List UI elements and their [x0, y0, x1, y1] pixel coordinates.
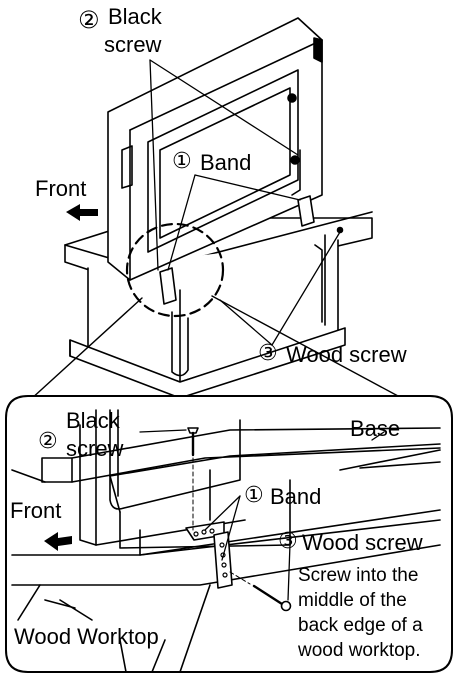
callout-3-detail: ③: [278, 528, 298, 553]
band-label-top: Band: [200, 150, 252, 175]
band-label-detail: Band: [270, 484, 322, 509]
leader-lines-detail: [139, 429, 385, 601]
callout-1-top: ①: [172, 148, 192, 173]
install-note-line3: back edge of a: [298, 615, 423, 636]
wood-screw-label-top: Wood screw: [286, 342, 407, 367]
wood-worktop-label: Wood Worktop: [14, 624, 159, 649]
callout-3-top: ③: [258, 340, 278, 365]
detail-drawing: [11, 409, 441, 673]
front-arrow-top: [66, 204, 98, 221]
wood-screw-label-detail: Wood screw: [302, 530, 423, 555]
callout-2-detail: ②: [38, 428, 58, 453]
leader-lines-top: [149, 59, 341, 346]
base-label: Base: [350, 416, 401, 441]
front-label-detail: Front: [10, 498, 62, 523]
callout-2-top: ②: [78, 7, 100, 34]
install-note-line4: wood worktop.: [298, 640, 421, 661]
install-note-line1: Screw into the: [298, 565, 419, 586]
black-screw-label-top-line2: screw: [104, 32, 162, 57]
label-black-screw-top: ②: [78, 7, 100, 34]
install-note-line2: middle of the: [298, 590, 407, 611]
front-label-top: Front: [35, 176, 87, 201]
bands-top: [159, 195, 344, 305]
black-screw-label-top-line1: Black: [108, 4, 162, 29]
detail-circle: [125, 222, 225, 318]
callout-1-detail: ①: [244, 482, 264, 507]
black-screw-label-detail-line2: screw: [66, 436, 124, 461]
front-arrow-detail: [44, 532, 72, 551]
black-screw-label-detail-line1: Black: [66, 408, 120, 433]
